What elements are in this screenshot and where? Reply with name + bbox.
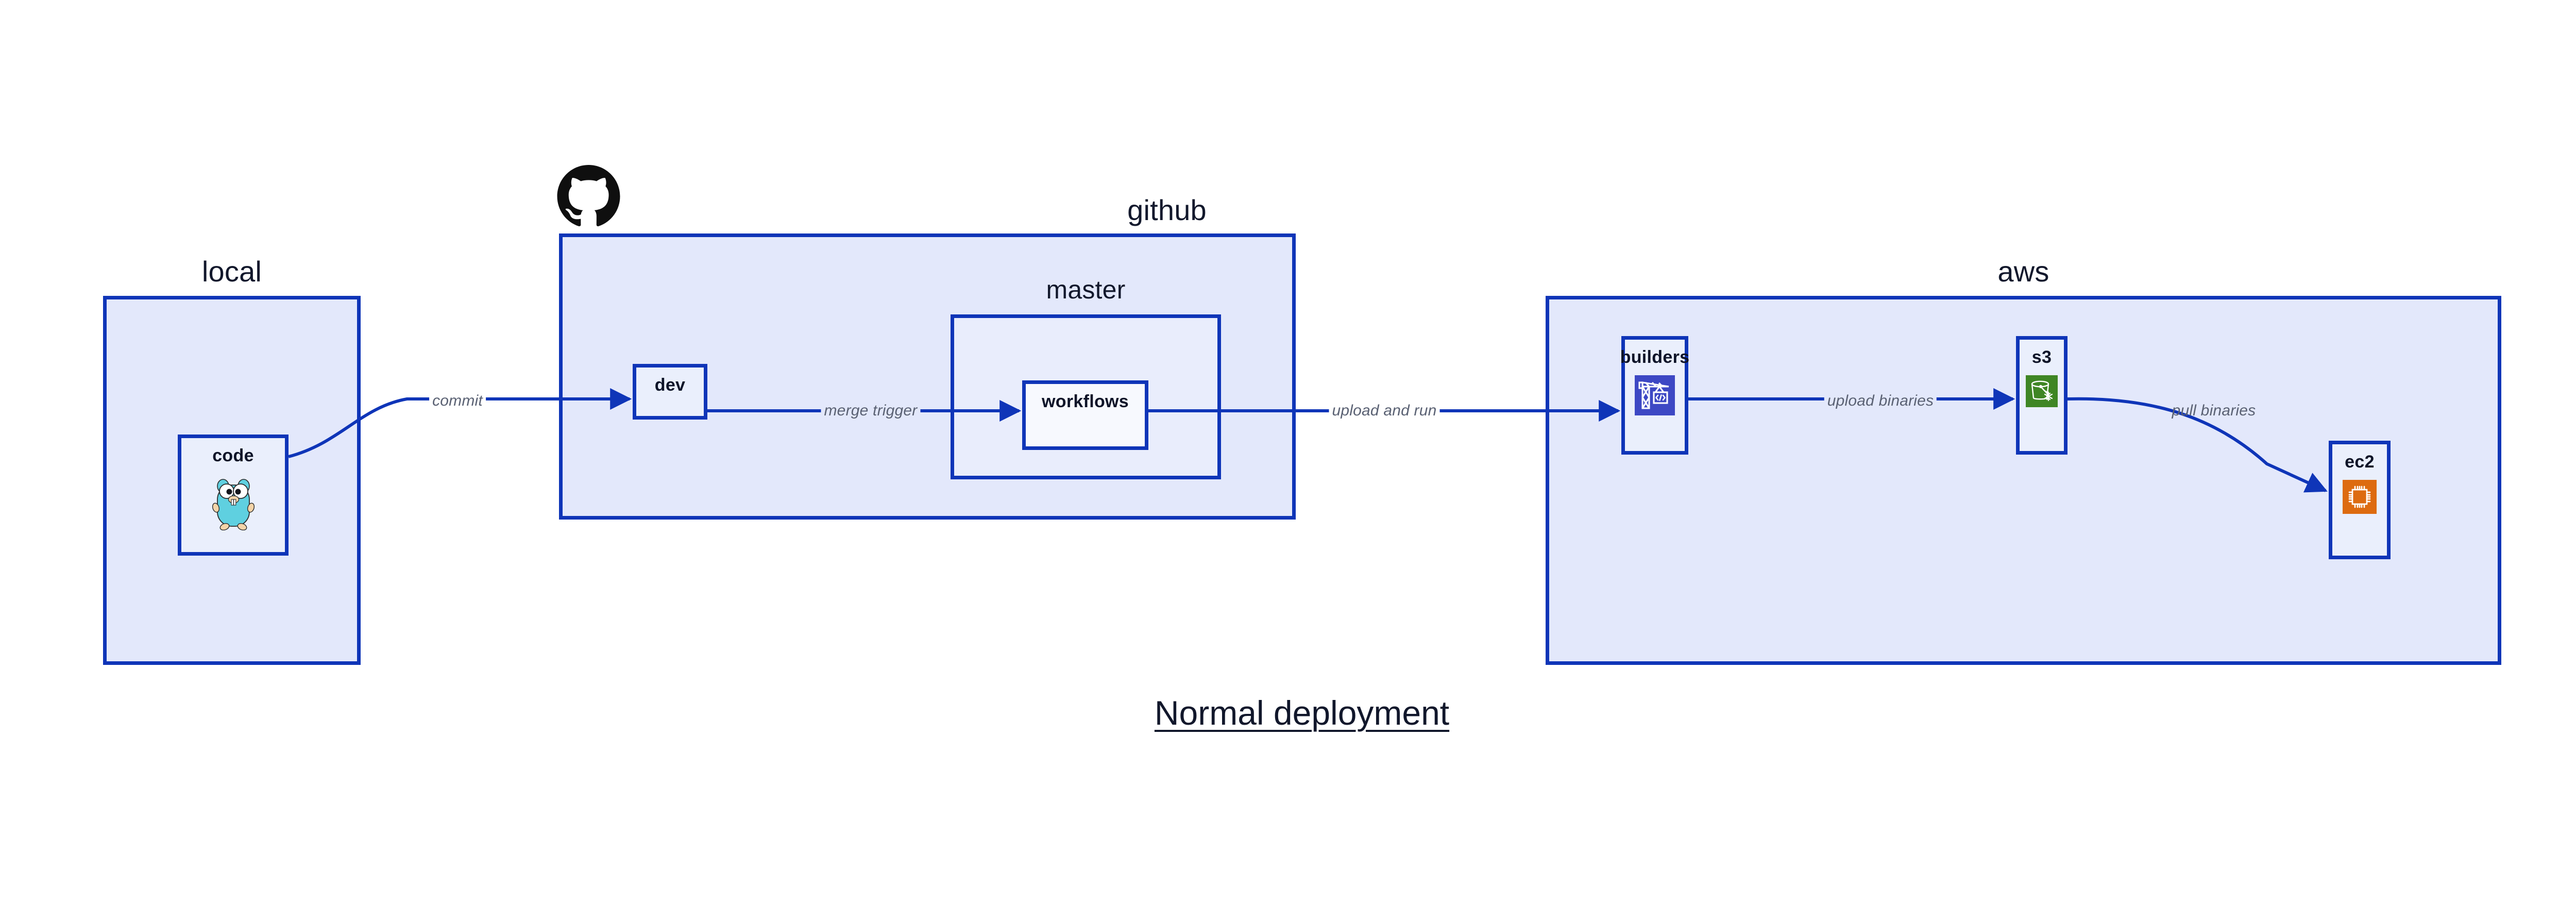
node-label-ec2: ec2 — [2345, 452, 2375, 472]
node-label-builders: builders — [1620, 347, 1690, 367]
node-label-s3: s3 — [2031, 347, 2052, 367]
edge-label-pull-binaries: pull binaries — [2172, 402, 2256, 419]
node-label-dev: dev — [654, 375, 686, 395]
edge-label-upload-binaries: upload binaries — [1824, 392, 1937, 410]
diagram-title: Normal deployment — [1154, 694, 1450, 732]
group-label-master: master — [1046, 275, 1126, 304]
node-label-code: code — [212, 446, 254, 465]
aws-codebuild-icon — [1635, 375, 1675, 418]
node-label-workflows: workflows — [1042, 392, 1129, 411]
group-label-github: github — [1127, 194, 1207, 226]
group-label-aws: aws — [1997, 255, 2049, 288]
node-dev[interactable]: dev — [633, 364, 707, 420]
edge-label-commit: commit — [429, 392, 486, 410]
node-workflows[interactable]: workflows — [1022, 380, 1148, 450]
node-s3[interactable]: s3 — [2016, 336, 2067, 455]
node-builders[interactable]: builders — [1620, 336, 1690, 455]
node-code[interactable]: code — [178, 435, 289, 556]
aws-s3-glacier-icon — [2026, 375, 2058, 410]
group-label-local: local — [201, 255, 262, 288]
go-gopher-icon — [210, 474, 257, 533]
aws-ec2-icon — [2343, 480, 2377, 516]
edge-label-merge-trigger: merge trigger — [821, 402, 921, 420]
github-logo — [556, 165, 621, 228]
node-ec2[interactable]: ec2 — [2329, 441, 2391, 559]
edge-label-upload-and-run: upload and run — [1329, 402, 1440, 420]
